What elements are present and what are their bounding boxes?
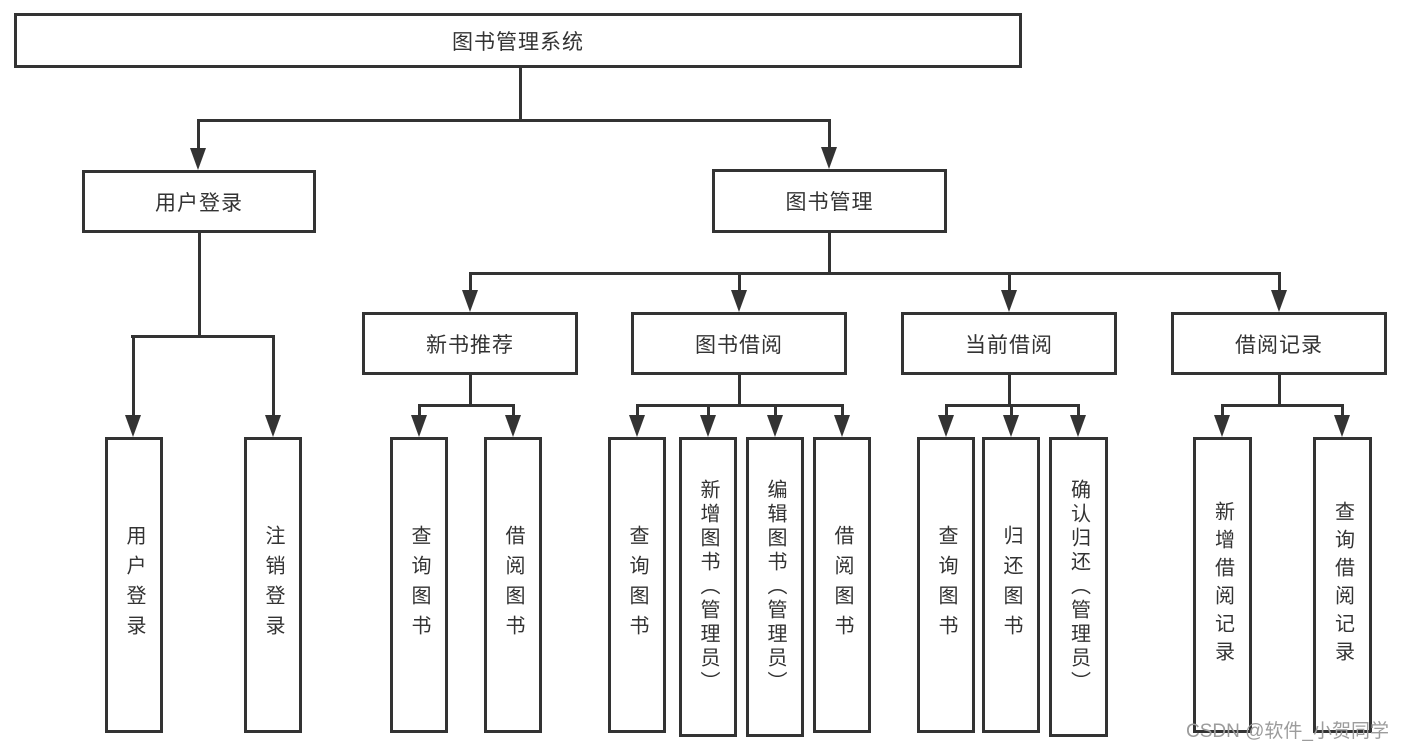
- edge-drop-leaf-logout: [272, 335, 275, 415]
- node-new-book-rec-label: 新书推荐: [426, 333, 514, 357]
- node-cb-confirm-return-label: 确认归还（管理员）: [1067, 479, 1090, 695]
- arrowhead-bb-query: [629, 415, 645, 437]
- edge-borrow-records-bar: [1221, 404, 1344, 407]
- node-book-borrow: 图书借阅: [631, 312, 847, 375]
- node-bb-query-book-label: 查询图书: [626, 525, 648, 645]
- edge-new-book-rec-bar: [418, 404, 515, 407]
- arrowhead-br-query: [1334, 415, 1350, 437]
- node-book-borrow-label: 图书借阅: [695, 333, 783, 357]
- node-leaf-logout: 注销登录: [244, 437, 302, 733]
- arrowhead-bb-add: [700, 415, 716, 437]
- node-library-system: 图书管理系统: [14, 13, 1022, 68]
- arrowhead-new-book-rec: [462, 290, 478, 312]
- node-book-mgmt-label: 图书管理: [785, 191, 874, 214]
- edge-book-borrow-bar: [636, 404, 843, 407]
- edge-drop-current-borrow: [1008, 272, 1011, 290]
- arrowhead-nbr-query: [411, 415, 427, 437]
- arrowhead-borrow-records: [1271, 290, 1287, 312]
- node-bb-add-book-label: 新增图书（管理员）: [697, 479, 719, 695]
- arrowhead-current-borrow: [1001, 290, 1017, 312]
- node-cb-query-book-label: 查询图书: [935, 525, 957, 645]
- node-cb-return-book: 归还图书: [982, 437, 1040, 733]
- node-br-add-record: 新增借阅记录: [1193, 437, 1252, 733]
- edge-drop-nbr-query: [418, 404, 421, 417]
- edge-root-drop-book-mgmt: [828, 119, 831, 147]
- edge-drop-leaf-user-login: [132, 335, 135, 415]
- arrowhead-user-login: [190, 148, 206, 170]
- edge-book-borrow-stem: [738, 375, 741, 407]
- node-cb-query-book: 查询图书: [917, 437, 975, 733]
- edge-book-mgmt-stem: [828, 233, 831, 274]
- node-new-book-rec: 新书推荐: [362, 312, 578, 375]
- node-user-login-label: 用户登录: [155, 191, 243, 215]
- node-bb-borrow-book: 借阅图书: [813, 437, 871, 733]
- node-br-query-record-label: 查询借阅记录: [1331, 501, 1354, 669]
- edge-root-drop-user-login: [197, 119, 200, 148]
- node-current-borrow-label: 当前借阅: [965, 333, 1053, 357]
- node-borrow-records-label: 借阅记录: [1235, 333, 1323, 357]
- edge-drop-br-add: [1221, 404, 1224, 417]
- node-br-query-record: 查询借阅记录: [1313, 437, 1372, 733]
- edge-drop-bb-borrow: [841, 404, 844, 417]
- edge-drop-nbr-borrow: [512, 404, 515, 417]
- edge-drop-cb-query: [945, 404, 948, 417]
- arrowhead-leaf-logout: [265, 415, 281, 437]
- edge-new-book-rec-stem: [469, 375, 472, 407]
- arrowhead-cb-confirm: [1070, 415, 1086, 437]
- arrowhead-leaf-user-login: [125, 415, 141, 437]
- watermark: CSDN @软件_小贺同学: [1186, 721, 1389, 742]
- edge-borrow-records-stem: [1278, 375, 1281, 407]
- arrowhead-br-add: [1214, 415, 1230, 437]
- arrowhead-cb-query: [938, 415, 954, 437]
- edge-drop-bb-query: [636, 404, 639, 417]
- node-book-mgmt: 图书管理: [712, 169, 947, 233]
- node-current-borrow: 当前借阅: [901, 312, 1117, 375]
- node-nbr-borrow-book-label: 借阅图书: [502, 525, 524, 645]
- arrowhead-nbr-borrow: [505, 415, 521, 437]
- edge-drop-book-borrow: [738, 272, 741, 290]
- node-nbr-borrow-book: 借阅图书: [484, 437, 542, 733]
- edge-drop-bb-edit: [774, 404, 777, 417]
- edge-user-login-bar: [131, 335, 275, 338]
- edge-drop-br-query: [1341, 404, 1344, 417]
- node-nbr-query-book-label: 查询图书: [408, 525, 430, 645]
- node-bb-edit-book: 编辑图书（管理员）: [746, 437, 804, 737]
- node-leaf-user-login-label: 用户登录: [123, 525, 145, 645]
- node-user-login: 用户登录: [82, 170, 316, 233]
- arrowhead-bb-borrow: [834, 415, 850, 437]
- arrowhead-book-mgmt: [821, 147, 837, 169]
- node-bb-add-book: 新增图书（管理员）: [679, 437, 737, 737]
- edge-drop-cb-return: [1010, 404, 1013, 417]
- node-borrow-records: 借阅记录: [1171, 312, 1387, 375]
- edge-root-stem: [519, 66, 522, 122]
- arrowhead-book-borrow: [731, 290, 747, 312]
- arrowhead-bb-edit: [767, 415, 783, 437]
- arrowhead-cb-return: [1003, 415, 1019, 437]
- node-bb-edit-book-label: 编辑图书（管理员）: [764, 479, 786, 695]
- node-bb-borrow-book-label: 借阅图书: [831, 525, 853, 645]
- edge-root-bar: [197, 119, 831, 122]
- edge-drop-cb-confirm: [1077, 404, 1080, 417]
- node-bb-query-book: 查询图书: [608, 437, 666, 733]
- edge-book-mgmt-bar: [469, 272, 1280, 275]
- node-leaf-user-login: 用户登录: [105, 437, 163, 733]
- node-br-add-record-label: 新增借阅记录: [1211, 501, 1234, 669]
- edge-current-borrow-stem: [1008, 375, 1011, 407]
- node-leaf-logout-label: 注销登录: [262, 525, 284, 645]
- edge-drop-bb-add: [707, 404, 710, 417]
- node-nbr-query-book: 查询图书: [390, 437, 448, 733]
- node-cb-confirm-return: 确认归还（管理员）: [1049, 437, 1108, 737]
- edge-user-login-stem: [198, 233, 201, 338]
- edge-drop-new-book-rec: [469, 272, 472, 290]
- edge-drop-borrow-records: [1278, 272, 1281, 290]
- node-library-system-label: 图书管理系统: [452, 30, 584, 54]
- node-cb-return-book-label: 归还图书: [1000, 525, 1022, 645]
